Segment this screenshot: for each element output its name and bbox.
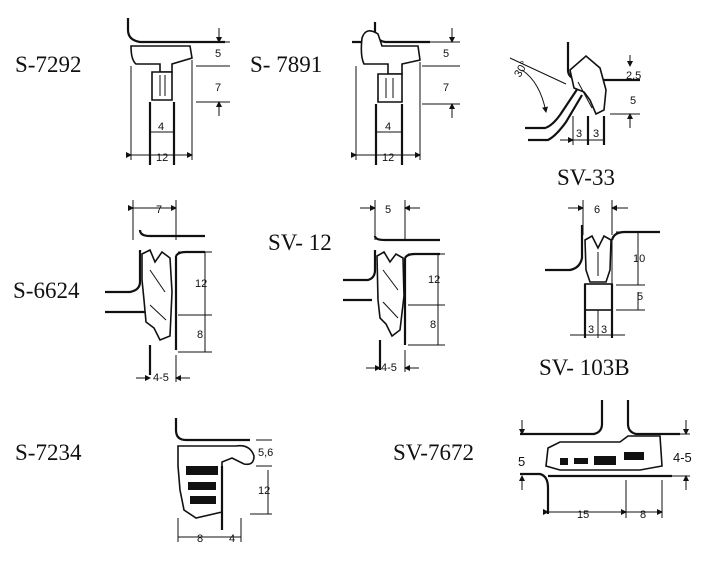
cavity-6 xyxy=(594,456,616,465)
dim-s6624-4: 4-5 xyxy=(153,372,169,384)
dim-sv103b-4: 3 xyxy=(588,324,594,336)
dim-s6624-3: 8 xyxy=(197,329,203,341)
dim-s6624-2: 12 xyxy=(195,278,207,290)
dim-s7234-3: 8 xyxy=(197,533,203,545)
dim-sv7672-3: 15 xyxy=(577,509,589,521)
profile-sv103b: 6 10 5 3 3 xyxy=(545,200,660,338)
dim-s7292-1: 5 xyxy=(215,48,221,60)
dim-sv33-3: 5 xyxy=(630,95,636,107)
dim-sv103b-2: 10 xyxy=(633,253,645,265)
dim-s7292-3: 4 xyxy=(158,121,164,133)
dim-s7891-2: 7 xyxy=(443,82,449,94)
profile-code-sv12: SV- 12 xyxy=(268,230,332,255)
dim-s7891-4: 12 xyxy=(382,152,394,164)
profile-code-s6624: S-6624 xyxy=(13,278,80,303)
cavity-2 xyxy=(188,482,216,490)
dim-sv33-4: 3 xyxy=(576,128,582,140)
cavity-7 xyxy=(624,452,644,460)
dim-sv33-1: 30° xyxy=(512,59,531,79)
dim-sv33-2: 2,5 xyxy=(626,70,641,82)
dim-s6624-1: 7 xyxy=(156,204,162,216)
dim-s7234-1: 5,6 xyxy=(258,447,273,459)
dim-s7891-1: 5 xyxy=(443,48,449,60)
profile-code-s7292: S-7292 xyxy=(15,52,82,77)
dim-sv103b-1: 6 xyxy=(594,204,600,216)
profile-s6624: 7 12 8 4-5 xyxy=(105,200,212,384)
dim-sv7672-2: 4-5 xyxy=(673,450,692,465)
cavity-1 xyxy=(186,466,218,475)
profile-code-s7891: S- 7891 xyxy=(250,52,323,77)
dim-sv12-4: 4-5 xyxy=(381,362,397,374)
cavity-3 xyxy=(190,496,216,504)
profile-sv33: 30° 2,5 5 3 3 xyxy=(509,42,641,145)
cavity-5 xyxy=(574,458,588,464)
dim-sv12-3: 8 xyxy=(430,319,436,331)
profile-code-sv7672: SV-7672 xyxy=(393,440,474,465)
profile-s7891: 5 7 4 12 xyxy=(351,22,460,165)
dim-sv33-5: 3 xyxy=(593,128,599,140)
profile-code-sv33: SV-33 xyxy=(557,165,615,190)
profile-s7292: 5 7 4 12 xyxy=(126,18,230,165)
dim-sv7672-1: 5 xyxy=(518,454,525,469)
cavity-4 xyxy=(560,458,568,465)
dim-s7891-3: 4 xyxy=(385,121,391,133)
dim-sv12-1: 5 xyxy=(385,204,391,216)
profile-code-sv103b: SV- 103B xyxy=(539,355,630,380)
dim-s7234-2: 12 xyxy=(258,485,270,497)
profile-s7234: 5,6 12 8 4 xyxy=(174,418,273,545)
dim-s7234-4: 4 xyxy=(229,533,235,545)
dim-sv12-2: 12 xyxy=(428,274,440,286)
dim-s7292-2: 7 xyxy=(215,82,221,94)
dim-sv103b-5: 3 xyxy=(601,324,607,336)
profile-sv12: 5 12 8 4-5 xyxy=(343,200,445,374)
profile-sv7672: 5 4-5 15 8 xyxy=(518,400,692,521)
dim-sv103b-3: 5 xyxy=(637,291,643,303)
dim-sv7672-4: 8 xyxy=(640,509,646,521)
profile-code-s7234: S-7234 xyxy=(15,440,82,465)
dim-s7292-4: 12 xyxy=(156,152,168,164)
